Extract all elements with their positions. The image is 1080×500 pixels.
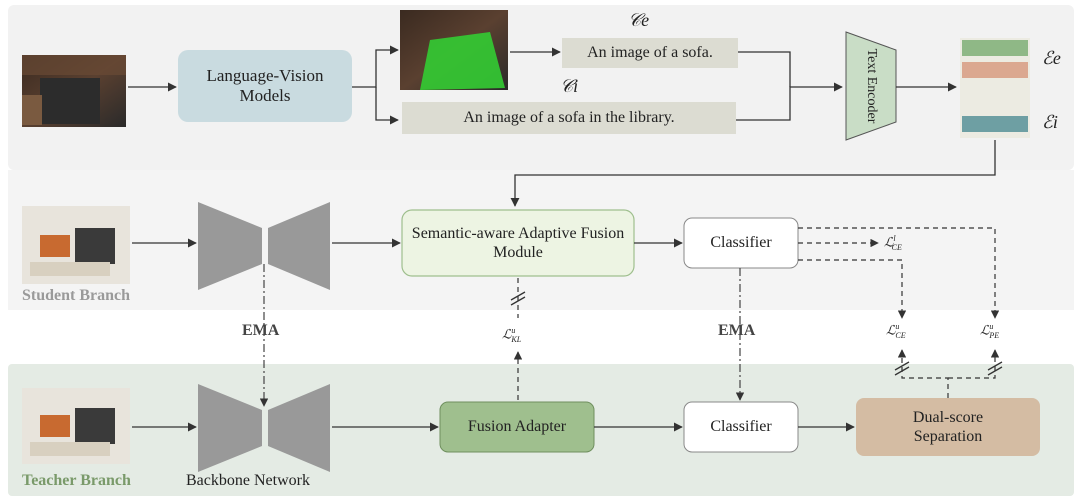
stop-grad-ce xyxy=(894,361,910,376)
caption-e-box: An image of a sofa. xyxy=(562,38,738,68)
loss-ce-unlabeled: ℒuCE xyxy=(886,322,906,340)
teacher-image xyxy=(22,388,130,464)
separation-shape xyxy=(856,398,1040,456)
student-backbone xyxy=(198,202,330,290)
embed-e-symbol: ℰe xyxy=(1042,48,1061,68)
caption-i-text: An image of a sofa in the library. xyxy=(463,109,675,127)
teacher-classifier-box: Classifier xyxy=(684,402,798,452)
student-classifier-label: Classifier xyxy=(710,234,772,252)
student-image xyxy=(22,206,130,284)
caption-e-shape xyxy=(562,38,738,68)
fusion-module-label: Semantic-aware Adaptive Fusion Module xyxy=(411,224,625,261)
separation-box: Dual-score Separation xyxy=(856,398,1040,456)
caption-i-box: An image of a sofa in the library. xyxy=(402,102,736,134)
caption-e-text: An image of a sofa. xyxy=(587,44,713,62)
embed-i-symbol: ℰi xyxy=(1042,112,1058,132)
loss-ce-labeled: ℒlCE xyxy=(884,234,902,252)
library-image xyxy=(22,55,126,127)
embedding-stack xyxy=(960,38,1030,138)
separation-label: Dual-score Separation xyxy=(912,408,984,445)
lvm-box-shape xyxy=(178,50,352,122)
teacher-branch-label: Teacher Branch xyxy=(22,472,131,489)
stop-grad-kl xyxy=(510,291,526,306)
lvm-box: Language-Vision Models xyxy=(178,50,352,122)
caption-i-symbol: 𝒞i xyxy=(560,76,579,96)
text-encoder-shape xyxy=(845,31,897,141)
top-panel xyxy=(8,5,1074,170)
teacher-classifier-label: Classifier xyxy=(710,418,772,436)
loss-kl-unlabeled: ℒuKL xyxy=(502,326,522,344)
segmented-image xyxy=(400,10,508,90)
student-branch-label: Student Branch xyxy=(22,287,131,304)
fusion-adapter-box: Fusion Adapter xyxy=(440,402,594,452)
backbone-label: Backbone Network xyxy=(186,472,310,489)
ema-right-label: EMA xyxy=(718,322,756,339)
loss-pe-unlabeled: ℒuPE xyxy=(980,322,1000,340)
teacher-backbone xyxy=(198,384,330,472)
fusion-module-box: Semantic-aware Adaptive Fusion Module xyxy=(402,210,634,276)
student-classifier-box: Classifier xyxy=(684,218,798,268)
fusion-adapter-label: Fusion Adapter xyxy=(467,418,567,436)
lvm-label: Language-Vision Models xyxy=(206,65,324,105)
caption-i-shape xyxy=(402,102,736,134)
caption-e-symbol: 𝒞e xyxy=(628,10,650,30)
ema-left-label: EMA xyxy=(242,322,280,339)
stop-grad-pe xyxy=(987,361,1003,376)
text-encoder-label: Text Encoder xyxy=(864,48,880,124)
